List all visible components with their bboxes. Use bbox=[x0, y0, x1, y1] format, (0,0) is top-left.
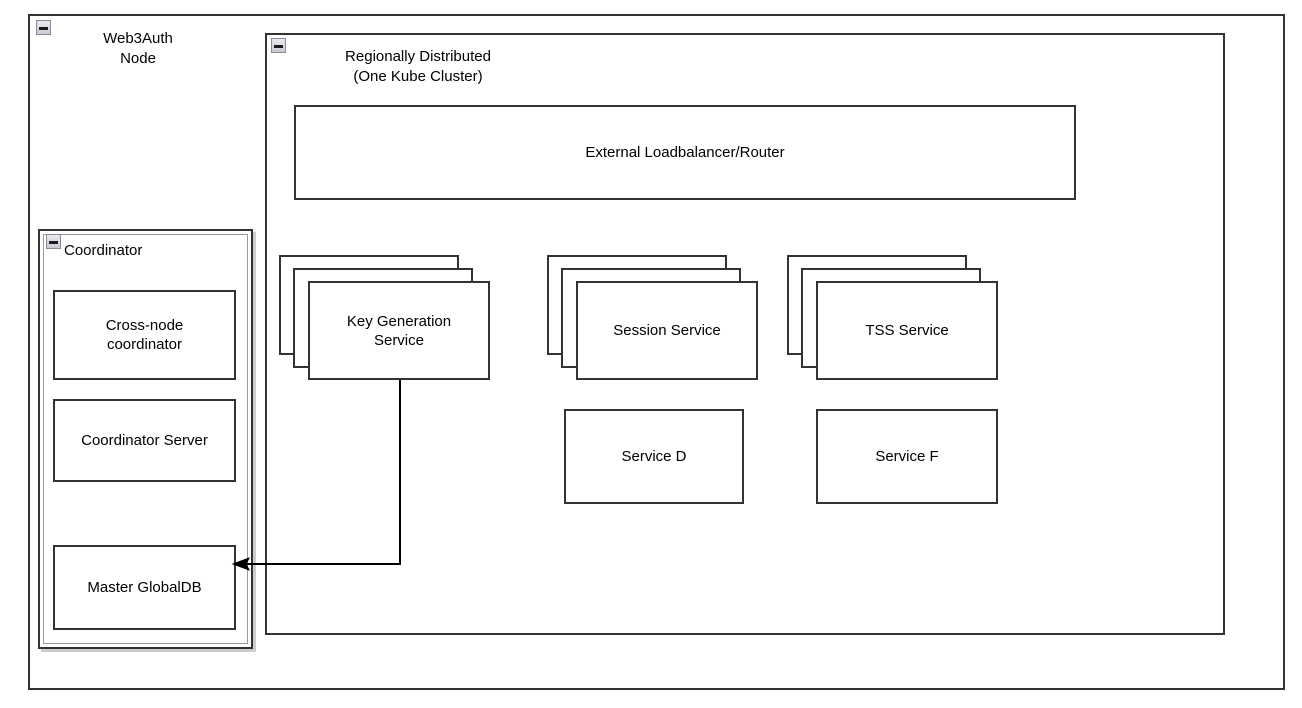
service-f-label: Service F bbox=[875, 448, 939, 465]
coordinator-server-box[interactable]: Coordinator Server bbox=[53, 399, 236, 482]
collapse-minus-icon-regionally-distributed[interactable] bbox=[271, 38, 286, 53]
tss-service-stack[interactable]: TSS Service bbox=[787, 255, 1003, 383]
session-service-card-front[interactable]: Session Service bbox=[576, 281, 758, 380]
master-globaldb-box[interactable]: Master GlobalDB bbox=[53, 545, 236, 630]
service-d-box[interactable]: Service D bbox=[564, 409, 744, 504]
session-service-label: Session Service bbox=[613, 322, 721, 339]
session-service-stack[interactable]: Session Service bbox=[547, 255, 763, 383]
cross-node-coordinator-label: Cross-node coordinator bbox=[105, 317, 184, 353]
collapse-minus-icon-web3auth-node[interactable] bbox=[36, 20, 51, 35]
coordinator-server-label: Coordinator Server bbox=[81, 432, 208, 449]
service-f-box[interactable]: Service F bbox=[816, 409, 998, 504]
key-generation-service-card-front[interactable]: Key Generation Service bbox=[308, 281, 490, 380]
external-loadbalancer-router-box[interactable]: External Loadbalancer/Router bbox=[294, 105, 1076, 200]
tss-service-card-front[interactable]: TSS Service bbox=[816, 281, 998, 380]
master-globaldb-label: Master GlobalDB bbox=[87, 579, 202, 596]
key-generation-service-stack[interactable]: Key Generation Service bbox=[279, 255, 495, 383]
service-d-label: Service D bbox=[621, 448, 687, 465]
tss-service-label: TSS Service bbox=[865, 322, 949, 339]
cross-node-coordinator-box[interactable]: Cross-node coordinator bbox=[53, 290, 236, 380]
regionally-distributed-title: Regionally Distributed (One Kube Cluster… bbox=[345, 48, 491, 85]
external-loadbalancer-router-label: External Loadbalancer/Router bbox=[585, 144, 785, 161]
key-generation-service-label: Key Generation Service bbox=[346, 312, 452, 349]
collapse-minus-icon-coordinator[interactable] bbox=[46, 234, 61, 249]
web3auth-node-title: Web3Auth Node bbox=[103, 30, 173, 67]
coordinator-title: Coordinator bbox=[64, 242, 143, 259]
